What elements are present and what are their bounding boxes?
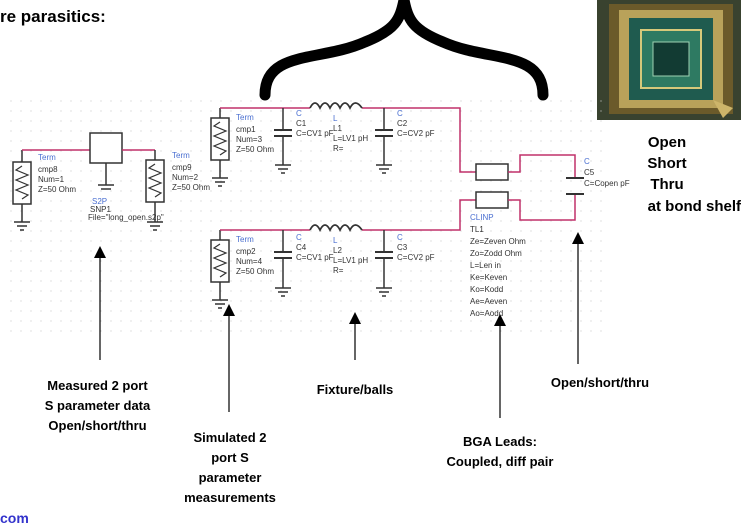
bga-line-2: Coupled, diff pair — [446, 454, 554, 469]
simulated-line-3: parameter — [198, 470, 262, 485]
svg-text:L=LV1 pH: L=LV1 pH — [333, 256, 368, 265]
photo-label-open: Open — [647, 134, 687, 151]
svg-text:cmp2: cmp2 — [236, 247, 256, 256]
package-photo — [597, 0, 741, 120]
svg-text:C=CV1 pF: C=CV1 pF — [296, 129, 334, 138]
svg-text:Z=50 Ohm: Z=50 Ohm — [38, 185, 76, 194]
svg-text:File="long_open.s2p": File="long_open.s2p" — [88, 213, 164, 222]
svg-text:Ke=Keven: Ke=Keven — [470, 273, 507, 282]
svg-text:C1: C1 — [296, 119, 307, 128]
svg-text:L2: L2 — [333, 246, 342, 255]
term-cmp2: Term cmp2 Num=4 Z=50 Ohm — [210, 230, 274, 309]
bga-annotation: BGA Leads: Coupled, diff pair — [420, 432, 580, 472]
svg-text:C: C — [397, 233, 403, 242]
svg-text:C5: C5 — [584, 168, 595, 177]
svg-text:Z=50 Ohm: Z=50 Ohm — [236, 145, 274, 154]
term-cmp1: Term cmp1 Num=3 Z=50 Ohm — [210, 108, 274, 187]
svg-text:CLINP: CLINP — [470, 213, 494, 222]
svg-text:Num=3: Num=3 — [236, 135, 263, 144]
svg-text:Ze=Zeven Ohm: Ze=Zeven Ohm — [470, 237, 526, 246]
simulated-line-2: port S — [211, 450, 249, 465]
svg-text:C: C — [397, 109, 403, 118]
svg-text:Num=1: Num=1 — [38, 175, 65, 184]
svg-text:C: C — [296, 109, 302, 118]
page-title: re parasitics: — [0, 7, 106, 26]
svg-text:C: C — [584, 157, 590, 166]
svg-text:R=: R= — [333, 266, 344, 275]
svg-text:cmp1: cmp1 — [236, 125, 256, 134]
svg-text:Term: Term — [236, 235, 254, 244]
photo-label-thru: Thru — [650, 176, 684, 193]
svg-text:Term: Term — [236, 113, 254, 122]
svg-text:L: L — [333, 236, 338, 245]
footer-text: com — [0, 510, 29, 526]
svg-text:cmp8: cmp8 — [38, 165, 58, 174]
svg-text:Z=50 Ohm: Z=50 Ohm — [236, 267, 274, 276]
measured-line-3: Open/short/thru — [48, 418, 147, 433]
measured-line-1: Measured 2 port — [47, 378, 148, 393]
measured-line-2: S parameter data — [44, 398, 151, 413]
snp1-block: S2P SNP1 File="long_open.s2p" — [88, 132, 164, 222]
term-cmp9: Term cmp9 Num=2 Z=50 Ohm — [145, 150, 210, 231]
capacitor-c3: C C3 C=CV2 pF — [375, 230, 435, 297]
svg-text:L=LV1 pH: L=LV1 pH — [333, 134, 368, 143]
svg-text:Ao=Aodd: Ao=Aodd — [470, 309, 503, 318]
inductor-l1: L L1 L=LV1 pH R= — [309, 102, 368, 153]
simulated-line-4: measurements — [184, 490, 276, 505]
curly-brace — [259, 0, 549, 101]
svg-text:R=: R= — [333, 144, 344, 153]
measured-annotation: Measured 2 port S parameter data Open/sh… — [0, 376, 195, 436]
svg-text:SNP1: SNP1 — [90, 205, 111, 214]
term-cmp8: Term cmp8 Num=1 Z=50 Ohm — [12, 150, 76, 231]
simulated-line-1: Simulated 2 — [193, 430, 267, 445]
fixture-annotation: Fixture/balls — [316, 382, 394, 397]
svg-text:Zo=Zodd Ohm: Zo=Zodd Ohm — [470, 249, 522, 258]
svg-text:C: C — [296, 233, 302, 242]
photo-label-bond-shelf: at bond shelf — [647, 198, 741, 215]
capacitor-c5: C C5 C=Copen pF — [566, 157, 630, 195]
inductor-l2: L L2 L=LV1 pH R= — [309, 224, 368, 275]
svg-text:Term: Term — [172, 151, 190, 160]
svg-text:Z=50 Ohm: Z=50 Ohm — [172, 183, 210, 192]
svg-text:C=CV1 pF: C=CV1 pF — [296, 253, 334, 262]
svg-text:Num=2: Num=2 — [172, 173, 199, 182]
svg-text:Ko=Kodd: Ko=Kodd — [470, 285, 503, 294]
svg-text:L=Len in: L=Len in — [470, 261, 501, 270]
svg-text:TL1: TL1 — [470, 225, 484, 234]
capacitor-c2: C C2 C=CV2 pF — [375, 108, 435, 174]
open-short-annotation: Open/short/thru — [550, 375, 650, 390]
photo-label-short: Short — [647, 155, 687, 172]
capacitor-c4: C C4 C=CV1 pF — [274, 230, 334, 297]
simulated-annotation: Simulated 2 port S parameter measurement… — [155, 428, 305, 508]
bga-line-1: BGA Leads: — [463, 434, 537, 449]
svg-text:L1: L1 — [333, 124, 342, 133]
svg-text:C2: C2 — [397, 119, 408, 128]
capacitor-c1: C C1 C=CV1 pF — [274, 108, 334, 174]
svg-text:L: L — [333, 114, 338, 123]
svg-text:C=Copen pF: C=Copen pF — [584, 179, 630, 188]
svg-text:C=CV2 pF: C=CV2 pF — [397, 129, 435, 138]
svg-text:Num=4: Num=4 — [236, 257, 263, 266]
svg-text:Ae=Aeven: Ae=Aeven — [470, 297, 507, 306]
svg-text:C3: C3 — [397, 243, 408, 252]
svg-text:C4: C4 — [296, 243, 307, 252]
clinp-coupled-lines: CLINP TL1 Ze=Zeven Ohm Zo=Zodd Ohm L=Len… — [470, 163, 526, 318]
svg-text:Term: Term — [38, 153, 56, 162]
svg-text:S2P: S2P — [92, 197, 107, 206]
svg-text:C=CV2 pF: C=CV2 pF — [397, 253, 435, 262]
svg-text:cmp9: cmp9 — [172, 163, 192, 172]
